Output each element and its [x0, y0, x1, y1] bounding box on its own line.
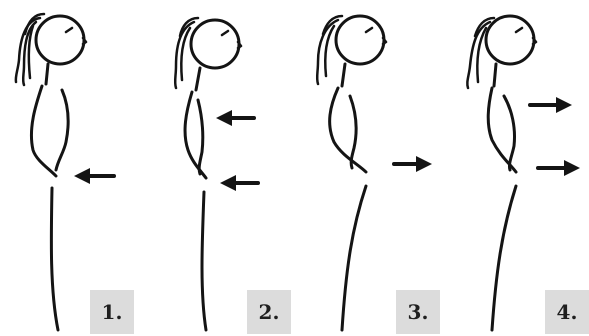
figure-4-head — [486, 16, 534, 64]
step-label-2: 2. — [247, 290, 291, 334]
figure-1-eye — [66, 28, 72, 32]
figure-2-eye — [222, 31, 228, 35]
figure-4-neck — [494, 64, 496, 86]
figure-1-head — [36, 16, 84, 64]
figure-4-eye — [516, 28, 522, 32]
figure-1 — [16, 14, 114, 330]
figure-2-hair — [175, 18, 198, 88]
figure-2-head — [191, 20, 239, 68]
figure-3-arm — [350, 96, 356, 168]
figure-2 — [175, 18, 258, 330]
figure-1-leg — [51, 188, 58, 330]
figure-4-leg — [492, 186, 516, 330]
step-label-1: 1. — [90, 290, 134, 334]
figure-3-torso — [330, 88, 366, 172]
figure-3-eye — [366, 28, 372, 32]
figure-2-neck — [196, 68, 200, 90]
figure-2-leg — [202, 192, 206, 330]
figure-2-arm — [198, 100, 203, 174]
step-label-3: 3. — [396, 290, 440, 334]
figure-1-neck — [46, 64, 48, 84]
figure-3-leg — [342, 186, 366, 330]
figure-4 — [467, 16, 572, 330]
figure-3 — [317, 16, 424, 330]
figure-1-arm — [56, 90, 68, 170]
figure-3-neck — [342, 64, 345, 86]
figure-1-torso — [31, 86, 56, 176]
figure-3-head — [336, 16, 384, 64]
step-label-4: 4. — [545, 290, 589, 334]
